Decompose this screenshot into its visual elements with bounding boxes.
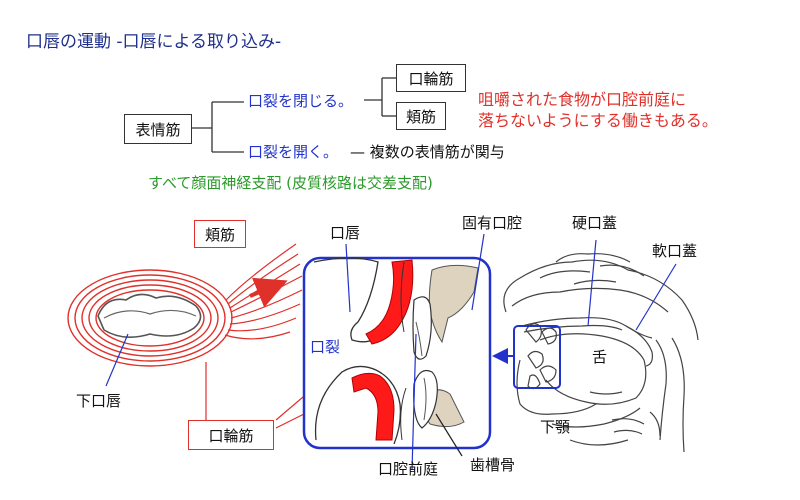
close-label: 口裂を閉じる。 (248, 92, 354, 110)
muscle-label-orbicularis: 口輪筋 (408, 69, 454, 88)
red-note-line-2: 落ちないようにする働きもある。 (478, 111, 718, 130)
middle-pointers (345, 233, 485, 471)
tongue-label: 舌 (592, 348, 608, 366)
lower-lip-pointer (105, 333, 129, 387)
lower-lip-label: 下口唇 (76, 392, 122, 410)
oral-cavity-proper-label: 固有口腔 (462, 214, 523, 232)
muscle-label-buccinator: 頬筋 (405, 107, 436, 126)
buccinator-label: 頬筋 (204, 225, 235, 244)
hard-palate-label: 硬口蓋 (572, 214, 618, 232)
soft-palate-label: 軟口蓋 (652, 242, 698, 260)
red-note-line-1: 咀嚼された食物が口腔前庭に (478, 90, 687, 109)
open-label: 口裂を開く。 (248, 143, 339, 161)
root-label: 表情筋 (135, 120, 181, 139)
root-box: 表情筋 (124, 114, 192, 144)
tree-connectors (192, 77, 396, 153)
orbicularis-label: 口輪筋 (208, 426, 254, 445)
mandible-label: 下顎 (540, 418, 571, 436)
sagittal-section (503, 253, 699, 453)
open-note: — 複数の表情筋が関与 (350, 143, 505, 161)
muscle-box-buccinator: 頬筋 (396, 102, 446, 130)
vestibule-label: 口腔前庭 (378, 460, 439, 478)
innervation-note: すべて顔面神経支配 (皮質核路は交差支配) (148, 174, 433, 192)
muscle-box-orbicularis: 口輪筋 (396, 64, 466, 92)
lips-label: 口唇 (330, 224, 361, 242)
orbicularis-illustration (67, 243, 303, 367)
right-pointers (587, 239, 677, 331)
alveolar-bone-label: 歯槽骨 (470, 456, 516, 474)
oral-fissure-label: 口裂 (310, 338, 341, 356)
slide-title: 口唇の運動 -口唇による取り込み- (26, 32, 282, 52)
magnified-section (302, 256, 492, 450)
orbicularis-label-box: 口輪筋 (188, 420, 274, 450)
buccinator-label-box: 頬筋 (194, 220, 246, 248)
